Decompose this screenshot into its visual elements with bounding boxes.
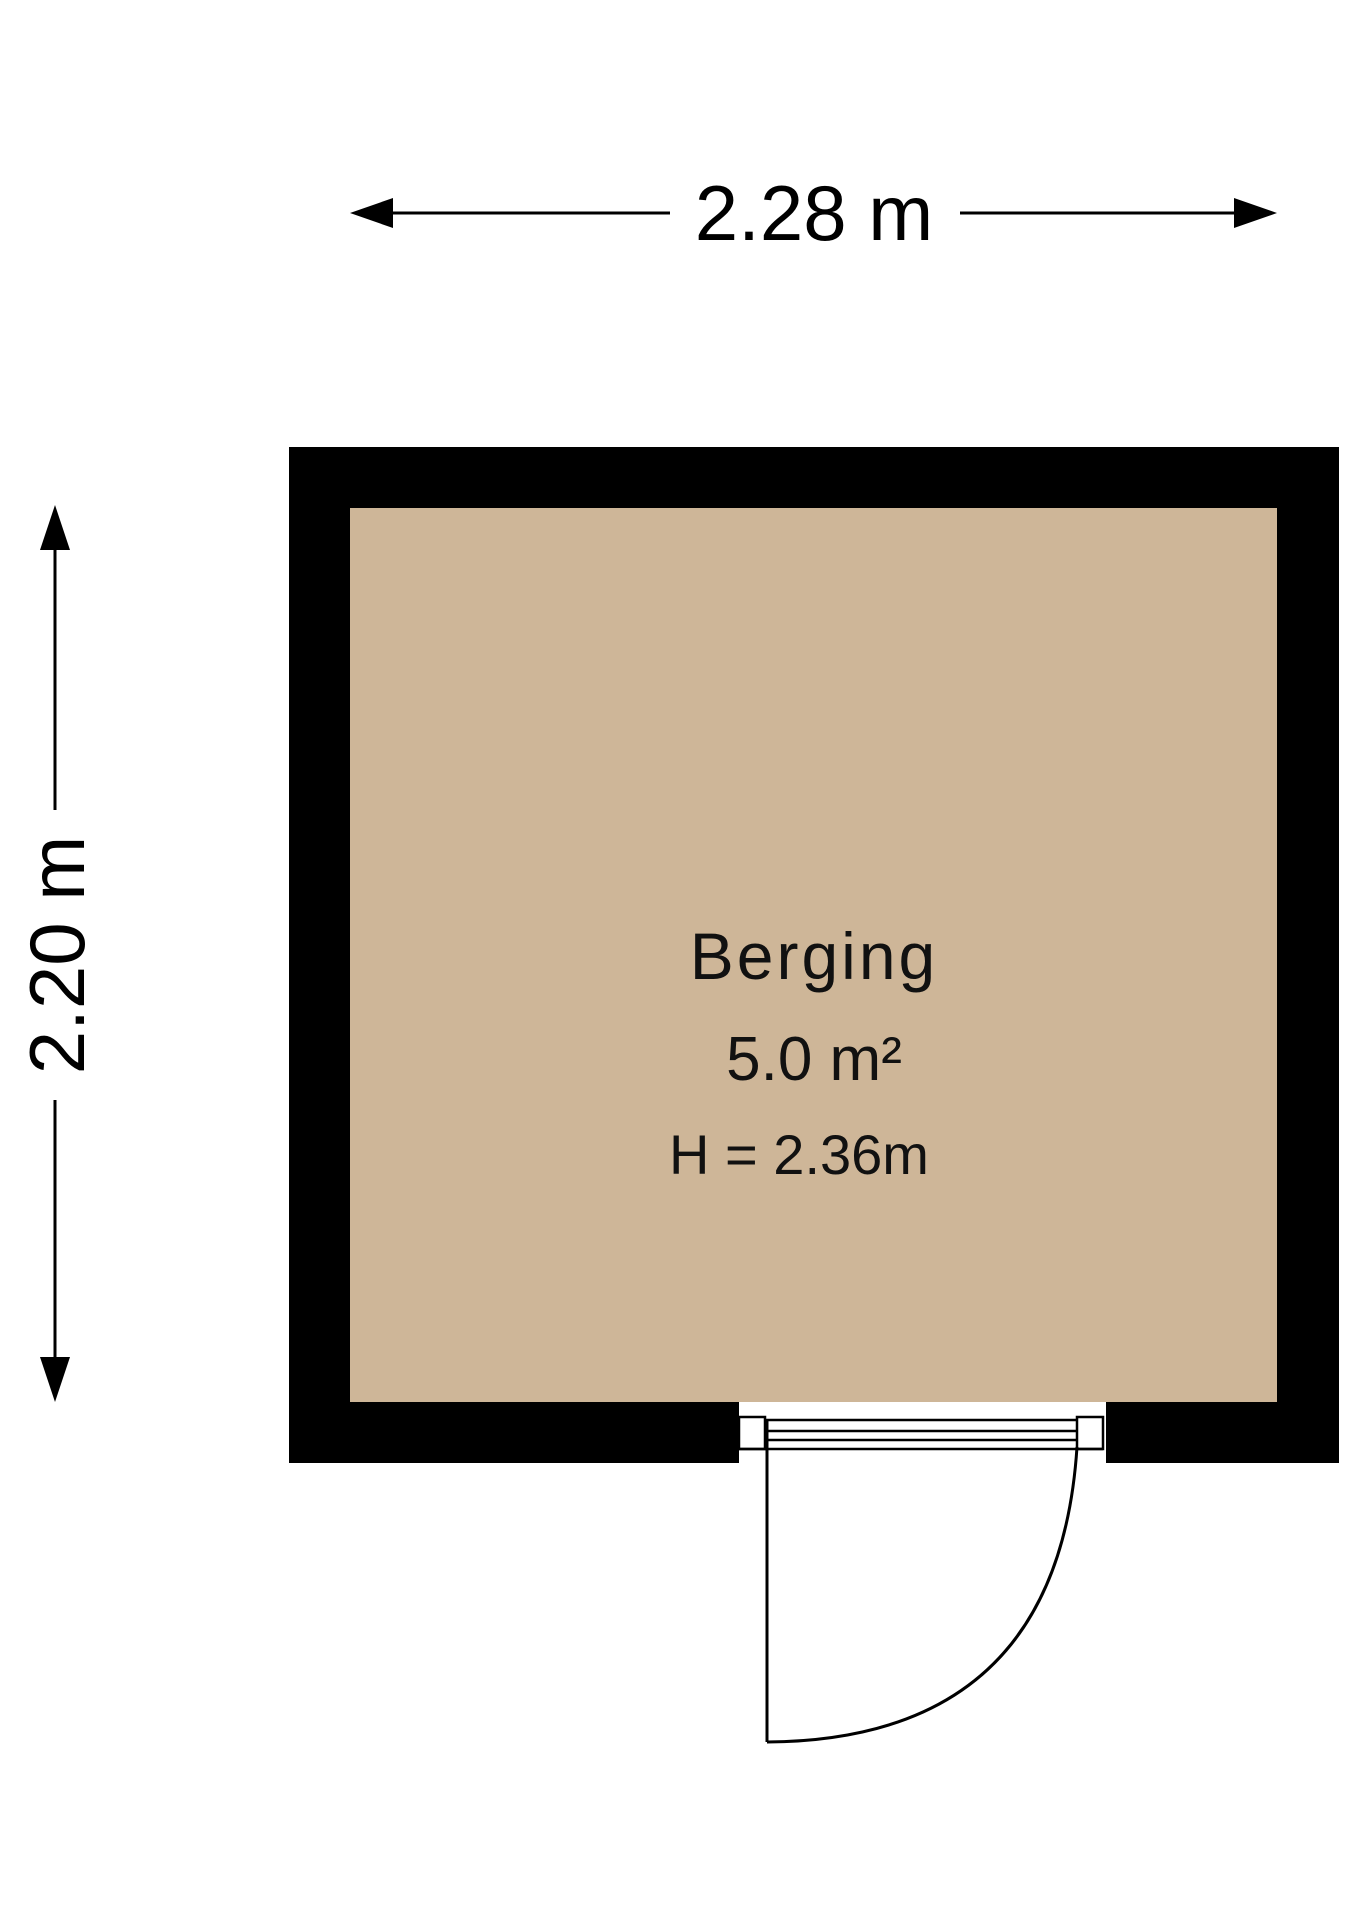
wall-top (289, 447, 1339, 508)
walls (289, 447, 1339, 1463)
door-frame-right (1075, 1415, 1105, 1451)
door (737, 1415, 1105, 1744)
wall-right (1277, 447, 1339, 1463)
width-dimension: 2.28 m (350, 169, 1277, 257)
depth-dimension-label: 2.20 m (13, 836, 101, 1074)
width-dimension-label: 2.28 m (695, 169, 933, 257)
width-arrow-right-icon (1234, 198, 1277, 228)
room-floor (350, 508, 1277, 1402)
room-height: H = 2.36m (669, 1123, 929, 1186)
door-frame-left (737, 1415, 767, 1451)
depth-arrow-bottom-icon (40, 1357, 70, 1402)
wall-bottom-left (289, 1402, 739, 1463)
wall-left (289, 447, 350, 1463)
room-name: Berging (690, 919, 939, 993)
door-swing-arc (766, 1446, 1079, 1744)
depth-dimension: 2.20 m (13, 505, 101, 1402)
room-area: 5.0 m² (726, 1025, 902, 1094)
depth-arrow-top-icon (40, 505, 70, 550)
width-arrow-left-icon (350, 198, 393, 228)
wall-bottom-right (1106, 1402, 1339, 1463)
